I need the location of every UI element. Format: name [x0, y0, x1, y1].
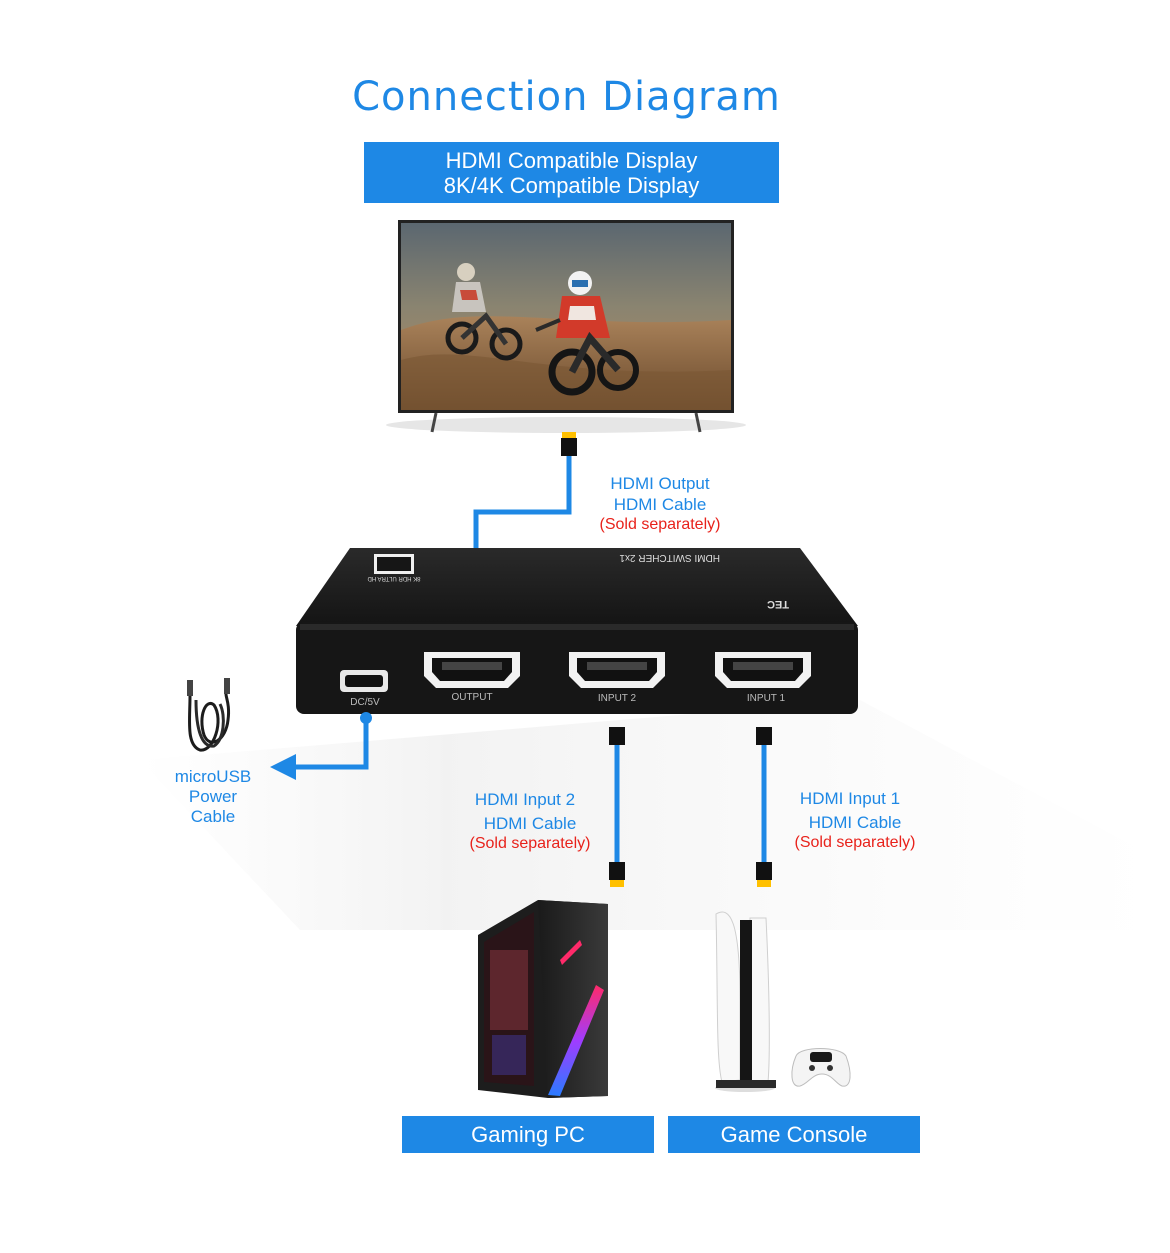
badge-text: 8K HDR ULTRA HD: [367, 575, 421, 581]
game-console-label: Game Console: [668, 1116, 920, 1153]
rider-back-icon: [445, 263, 523, 361]
power-label-line3: Cable: [190, 807, 236, 826]
rider-front-icon: [535, 271, 639, 396]
input1-label-line3: (Sold separately): [794, 834, 916, 851]
input2-label-line3: (Sold separately): [469, 835, 591, 852]
input2-label-line1: HDMI Input 2: [474, 790, 576, 809]
input1-port-label: INPUT 1: [747, 693, 786, 704]
power-arrow-icon: [270, 754, 296, 780]
output-label-line2: HDMI Cable: [613, 495, 707, 514]
output-cable-label: HDMI Output HDMI Cable (Sold separately): [570, 473, 750, 534]
input1-label-line1: HDMI Input 1: [799, 789, 901, 808]
power-cable: [270, 712, 372, 780]
game-console-icon: [715, 911, 851, 1092]
page-title: Connection Diagram: [352, 74, 781, 120]
switch-brand-text: TEC: [767, 598, 789, 610]
power-label-line2: Power: [188, 787, 238, 806]
input2-port-label: INPUT 2: [598, 693, 637, 704]
power-label-line1: microUSB: [174, 767, 252, 786]
input2-cable-label: HDMI Input 2 HDMI Cable (Sold separately…: [440, 789, 620, 853]
input2-port-icon: [569, 652, 665, 688]
display-label-box: HDMI Compatible Display 8K/4K Compatible…: [364, 142, 779, 203]
gaming-pc-label: Gaming PC: [402, 1116, 654, 1153]
input1-cable-label: HDMI Input 1 HDMI Cable (Sold separately…: [765, 788, 945, 852]
switch-model-text: HDMI SWITCHER 2x1: [619, 552, 720, 563]
output-port-label: OUTPUT: [451, 692, 492, 703]
input1-port-icon: [715, 652, 811, 688]
display-label-line2: 8K/4K Compatible Display: [443, 173, 700, 198]
tv-icon: [386, 220, 746, 433]
output-label-line1: HDMI Output: [610, 474, 710, 493]
input2-label-line2: HDMI Cable: [483, 814, 577, 833]
display-label-line1: HDMI Compatible Display: [445, 148, 698, 173]
input1-cable: [756, 727, 772, 887]
gaming-pc-icon: [478, 900, 608, 1098]
power-cable-label: microUSB Power Cable: [158, 767, 268, 827]
usb-cable-coil-icon: [187, 678, 231, 752]
input2-cable: [609, 727, 625, 887]
input1-label-line2: HDMI Cable: [808, 813, 902, 832]
hdmi-switch-box: HDMI SWITCHER 2x1 TEC 8K HDR ULTRA HD DC…: [296, 548, 858, 714]
controller-icon: [791, 1048, 851, 1087]
floor-shadow: [140, 700, 1160, 930]
output-label-line3: (Sold separately): [599, 516, 721, 533]
dc-port-icon: [340, 670, 388, 692]
dc-port-label: DC/5V: [350, 697, 380, 708]
output-port-icon: [424, 652, 520, 688]
